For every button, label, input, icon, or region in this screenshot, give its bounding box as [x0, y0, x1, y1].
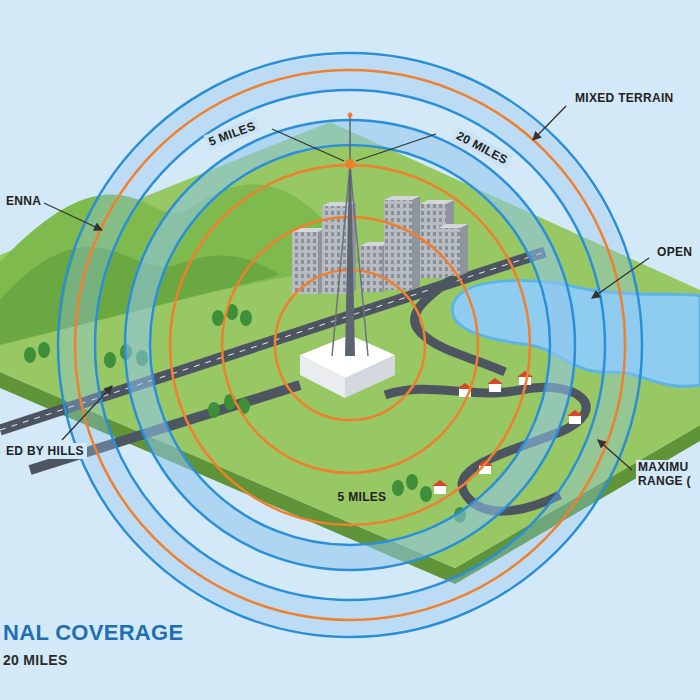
building-roof — [384, 196, 420, 200]
building-windows — [360, 246, 382, 292]
callout-label: ENNA — [3, 193, 44, 209]
callout-label: MAXIMU RANGE ( — [636, 460, 698, 489]
road — [415, 268, 505, 372]
coverage-band — [138, 133, 562, 557]
house — [569, 416, 581, 424]
distance-label: 5 MILES — [335, 489, 390, 505]
tree — [240, 310, 252, 326]
ground-plane — [0, 122, 700, 568]
leader-arrow — [62, 386, 112, 440]
building-roof — [438, 224, 468, 228]
house-roof — [567, 410, 583, 416]
house — [489, 384, 501, 392]
house-roof — [487, 378, 503, 384]
range-ring — [95, 90, 605, 600]
range-ring — [170, 165, 530, 525]
range-ring — [125, 120, 575, 570]
range-ring — [75, 70, 625, 620]
diagram-title: NAL COVERAGE — [3, 620, 183, 646]
tree — [212, 310, 224, 326]
building-roof — [420, 200, 454, 204]
leader-arrow — [533, 106, 566, 140]
building — [384, 200, 412, 290]
diagram-caption: 20 MILES — [3, 652, 68, 669]
tree — [38, 342, 50, 358]
callout-label: OPEN — [654, 244, 695, 260]
antenna-emitter — [345, 159, 355, 169]
house-roof — [432, 480, 448, 486]
tree — [104, 352, 116, 368]
tree — [406, 474, 418, 490]
house — [434, 486, 446, 494]
tree — [392, 480, 404, 496]
leader-line — [272, 129, 344, 161]
lake — [452, 281, 700, 387]
house-roof — [517, 371, 533, 377]
building — [438, 228, 460, 276]
leader-arrow — [44, 203, 102, 230]
tree — [24, 347, 36, 363]
range-ring — [150, 145, 550, 545]
tree — [208, 402, 220, 418]
tree — [420, 486, 432, 502]
antenna-mast — [345, 168, 355, 356]
callout-label: MIXED TERRAIN — [572, 90, 677, 106]
building-windows — [384, 200, 412, 290]
leader-line — [356, 134, 436, 161]
callout-label: ED BY HILLS — [3, 443, 87, 459]
antenna-tip — [348, 113, 353, 118]
building — [360, 246, 382, 292]
building-side — [412, 196, 420, 290]
building-windows — [438, 228, 460, 276]
building-side — [460, 224, 468, 276]
leader-arrow — [592, 258, 649, 298]
coverage-band — [77, 72, 623, 618]
leader-arrow — [598, 440, 632, 470]
range-ring — [58, 53, 642, 637]
